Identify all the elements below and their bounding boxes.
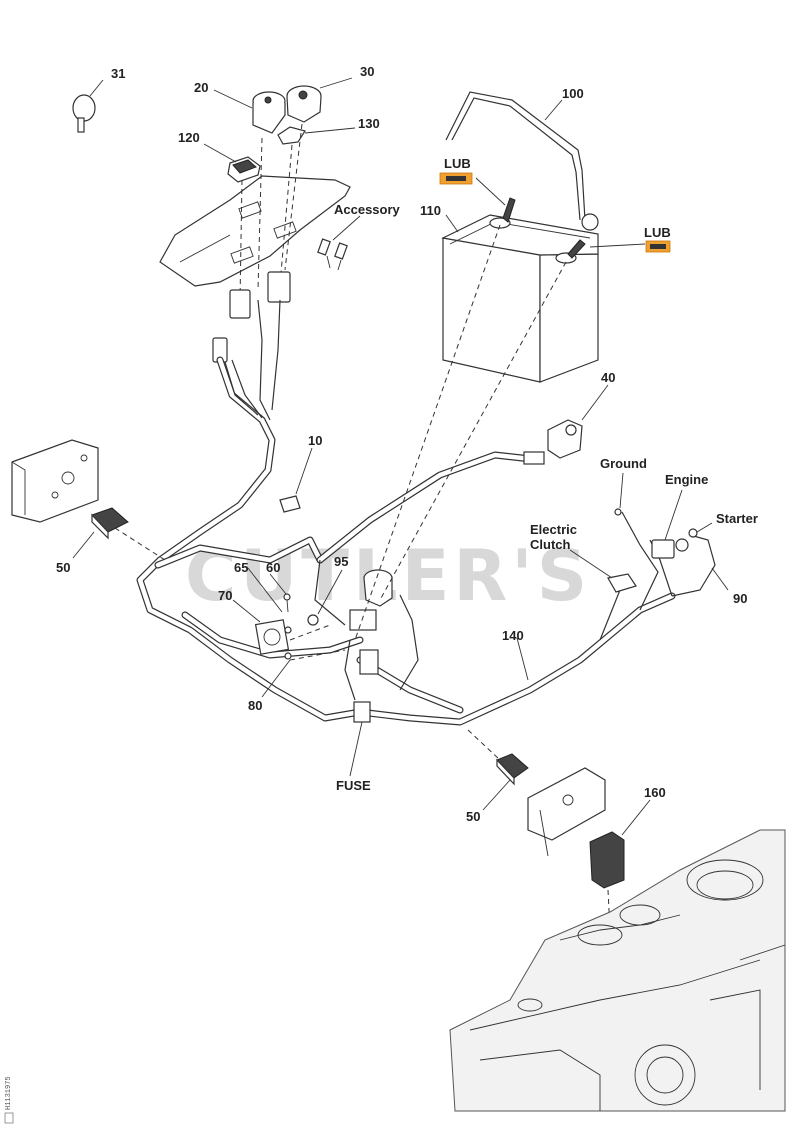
ignition-switch-30 xyxy=(286,85,322,123)
callout-70: 70 xyxy=(218,588,232,603)
leader-mount-2 xyxy=(289,649,346,661)
leader-20 xyxy=(257,137,263,291)
switch-120 xyxy=(227,156,261,183)
callout-leaders xyxy=(72,77,729,836)
electric-clutch-connector xyxy=(607,573,637,593)
starter-terminal xyxy=(688,528,698,538)
main-harness-140 xyxy=(136,356,676,726)
leader-120 xyxy=(239,179,243,301)
callout-95: 95 xyxy=(334,554,348,569)
label-engine: Engine xyxy=(665,472,708,487)
leader-160 xyxy=(607,889,611,931)
callout-30: 30 xyxy=(360,64,374,79)
callout-110: 110 xyxy=(420,203,441,218)
callout-50-left: 50 xyxy=(56,560,70,575)
leader-130 xyxy=(279,144,293,286)
left-bracket xyxy=(11,439,99,523)
body-shell xyxy=(449,829,786,1112)
lub-leader-1 xyxy=(475,177,506,206)
callout-90: 90 xyxy=(733,591,747,606)
fuse-relay-area xyxy=(349,569,393,723)
module-50-left xyxy=(91,507,129,540)
connector-10 xyxy=(279,495,301,513)
switch-cover-130 xyxy=(277,126,306,145)
callout-60: 60 xyxy=(266,560,280,575)
leader-mount xyxy=(289,624,331,641)
callout-20: 20 xyxy=(194,80,208,95)
label-ground: Ground xyxy=(600,456,647,471)
callout-40: 40 xyxy=(601,370,615,385)
lub-leader-2 xyxy=(589,243,646,248)
label-accessory: Accessory xyxy=(334,202,401,217)
leader-battery-neg xyxy=(354,224,501,641)
label-starter: Starter xyxy=(716,511,758,526)
label-lub-2: LUB xyxy=(644,225,671,240)
callout-50-right: 50 xyxy=(466,809,480,824)
callout-31: 31 xyxy=(111,66,125,81)
side-code: H1131975 xyxy=(5,1076,13,1110)
ground-terminal xyxy=(614,508,622,516)
side-code-box xyxy=(4,1112,14,1124)
leader-30 xyxy=(284,123,303,271)
leader-50-right xyxy=(467,729,501,761)
connector-40 xyxy=(523,419,583,465)
label-lub-1: LUB xyxy=(444,156,471,171)
callout-80: 80 xyxy=(248,698,262,713)
label-clutch: Clutch xyxy=(530,537,571,552)
leader-battery-pos xyxy=(379,261,567,601)
module-50-right xyxy=(496,753,529,786)
dash-panel-plate xyxy=(159,175,351,287)
engine-connector xyxy=(651,538,689,559)
callout-10: 10 xyxy=(308,433,322,448)
accessory-connectors xyxy=(317,238,348,271)
switch-160 xyxy=(589,831,625,889)
leader-50-left xyxy=(114,527,166,561)
callout-65: 65 xyxy=(234,560,248,575)
label-electric: Electric xyxy=(530,522,577,537)
callout-100: 100 xyxy=(562,86,584,101)
battery-strap-100 xyxy=(445,91,599,231)
callout-130: 130 xyxy=(358,116,380,131)
mount-hardware xyxy=(254,593,319,660)
battery-110 xyxy=(441,197,599,383)
light-switch-20 xyxy=(252,91,286,134)
callout-160: 160 xyxy=(644,785,666,800)
ignition-key xyxy=(72,94,96,133)
lub-marker-1 xyxy=(439,172,473,185)
lub-marker-2 xyxy=(645,240,671,253)
right-bracket xyxy=(527,767,606,857)
callout-120: 120 xyxy=(178,130,200,145)
label-fuse: FUSE xyxy=(336,778,371,793)
callout-140: 140 xyxy=(502,628,524,643)
